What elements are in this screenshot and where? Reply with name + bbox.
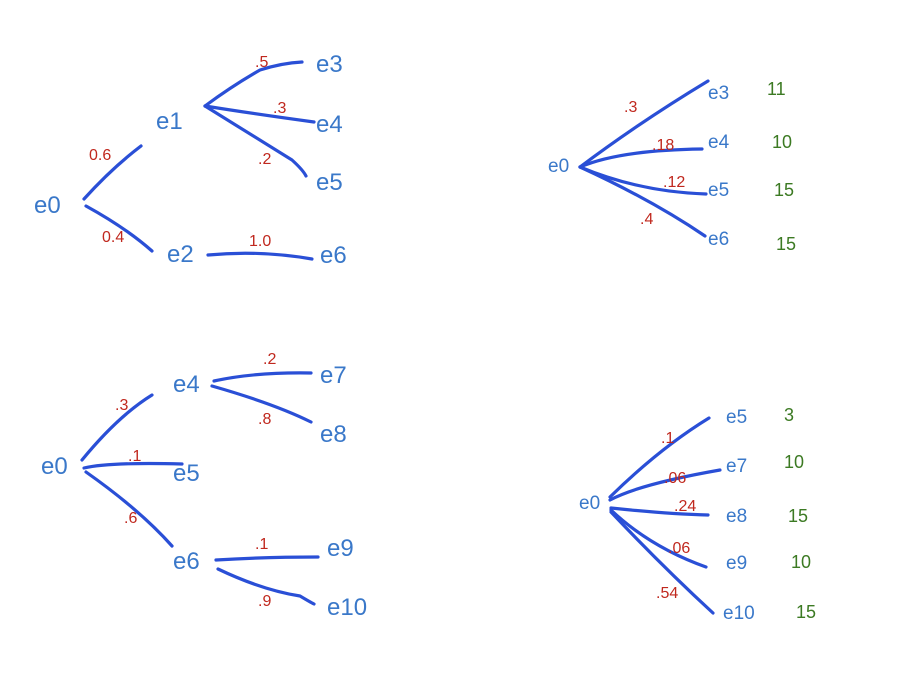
outcome-value: 10 [784,452,804,472]
edge-e0-e2 [84,204,154,253]
probability-label: .06 [664,470,686,487]
probability-label: .1 [128,448,141,465]
node-label: e7 [726,456,747,477]
edge-e0-e5 [578,165,708,196]
node-label: e4 [316,111,343,138]
tree-3: e0 e4 e5 e6 e7 e8 e9 e10 .3 .1 .6 .2 .8 … [41,351,367,621]
edge-e0-e10 [609,510,715,615]
probability-label: .8 [258,411,271,428]
tree-2: e0 e3 e4 e5 e6 .3 .18 .12 .4 11 10 15 15 [548,79,796,254]
edge-e6-e10 [216,567,316,606]
node-label: e5 [726,407,747,428]
probability-label: .24 [674,498,696,515]
edge-e0-e1 [82,144,143,201]
tree-1: e0 e1 e2 e3 e4 e5 e6 0.6 0.4 .5 .3 .2 1.… [34,51,347,269]
node-label: e3 [316,51,343,78]
outcome-value: 10 [772,132,792,152]
node-label: e2 [167,241,194,268]
probability-label: .1 [255,536,268,553]
probability-label: .4 [640,211,653,228]
edge-e6-e9 [214,555,320,562]
probability-label: .9 [258,593,271,610]
outcome-value: 15 [788,506,808,526]
edge-e0-e7 [608,468,722,502]
probability-label: 1.0 [249,233,271,250]
node-label: e5 [173,460,200,487]
probability-label: .3 [624,99,637,116]
edge-e2-e6 [206,251,314,261]
edge-e0-e4 [578,147,704,169]
node-label: e5 [708,180,729,201]
node-label: e0 [548,156,569,177]
node-label: e1 [156,108,183,135]
outcome-value: 10 [791,552,811,572]
node-label: e8 [726,506,747,527]
edge-e1-e4 [203,104,316,124]
outcome-value: 15 [774,180,794,200]
node-label: e6 [173,548,200,575]
node-label: e0 [41,453,68,480]
node-label: e0 [579,493,600,514]
probability-label: .2 [258,151,271,168]
edge-e0-e9 [609,508,708,569]
probability-label: .12 [663,174,685,191]
node-label: e3 [708,83,729,104]
outcome-value: 3 [784,405,794,425]
node-label: e6 [708,229,729,250]
probability-label: .3 [273,100,286,117]
edge-e0-e6 [84,470,174,548]
probability-label: .06 [668,540,690,557]
edge-e0-e4 [80,393,154,462]
node-label: e4 [708,132,730,153]
edge-e1-e3 [203,60,304,108]
node-label: e4 [173,371,200,398]
outcome-value: 11 [767,79,786,99]
edge-e0-e6 [578,165,707,238]
probability-label: .6 [124,510,137,527]
edge-e0-e3 [578,79,710,169]
probability-label: .18 [652,137,674,154]
probability-label: .3 [115,397,128,414]
edge-e4-e8 [210,384,313,424]
node-label: e9 [726,553,747,574]
edge-e1-e5 [203,104,308,178]
tree-4: e0 e5 e7 e8 e9 e10 .1 .06 .24 .06 .54 3 … [579,405,816,624]
node-label: e10 [723,603,755,624]
probability-label: 0.4 [102,229,124,246]
node-label: e10 [327,594,367,621]
probability-label: .5 [255,54,268,71]
edge-e0-e5 [82,461,184,470]
outcome-value: 15 [796,602,816,622]
edge-e4-e7 [212,371,313,383]
node-label: e6 [320,242,347,269]
edge-e0-e8 [609,506,710,517]
probability-label: 0.6 [89,147,111,164]
node-label: e5 [316,169,343,196]
probability-label: .1 [661,430,674,447]
node-label: e0 [34,192,61,219]
probability-label: .2 [263,351,276,368]
node-label: e8 [320,421,347,448]
node-label: e7 [320,362,347,389]
edge-e0-e5 [608,416,711,499]
outcome-value: 15 [776,234,796,254]
probability-label: .54 [656,585,678,602]
node-label: e9 [327,535,354,562]
